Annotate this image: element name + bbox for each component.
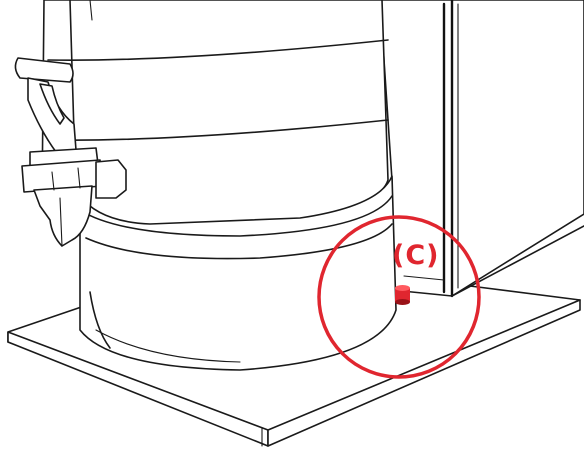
callout-circle — [317, 215, 481, 379]
cabinet — [379, 0, 584, 298]
drain-plug-part — [395, 285, 410, 305]
faucet — [14, 57, 127, 247]
tank-lower — [79, 175, 397, 371]
tank-upper — [41, 0, 389, 227]
callout-label: (C) — [392, 240, 440, 271]
